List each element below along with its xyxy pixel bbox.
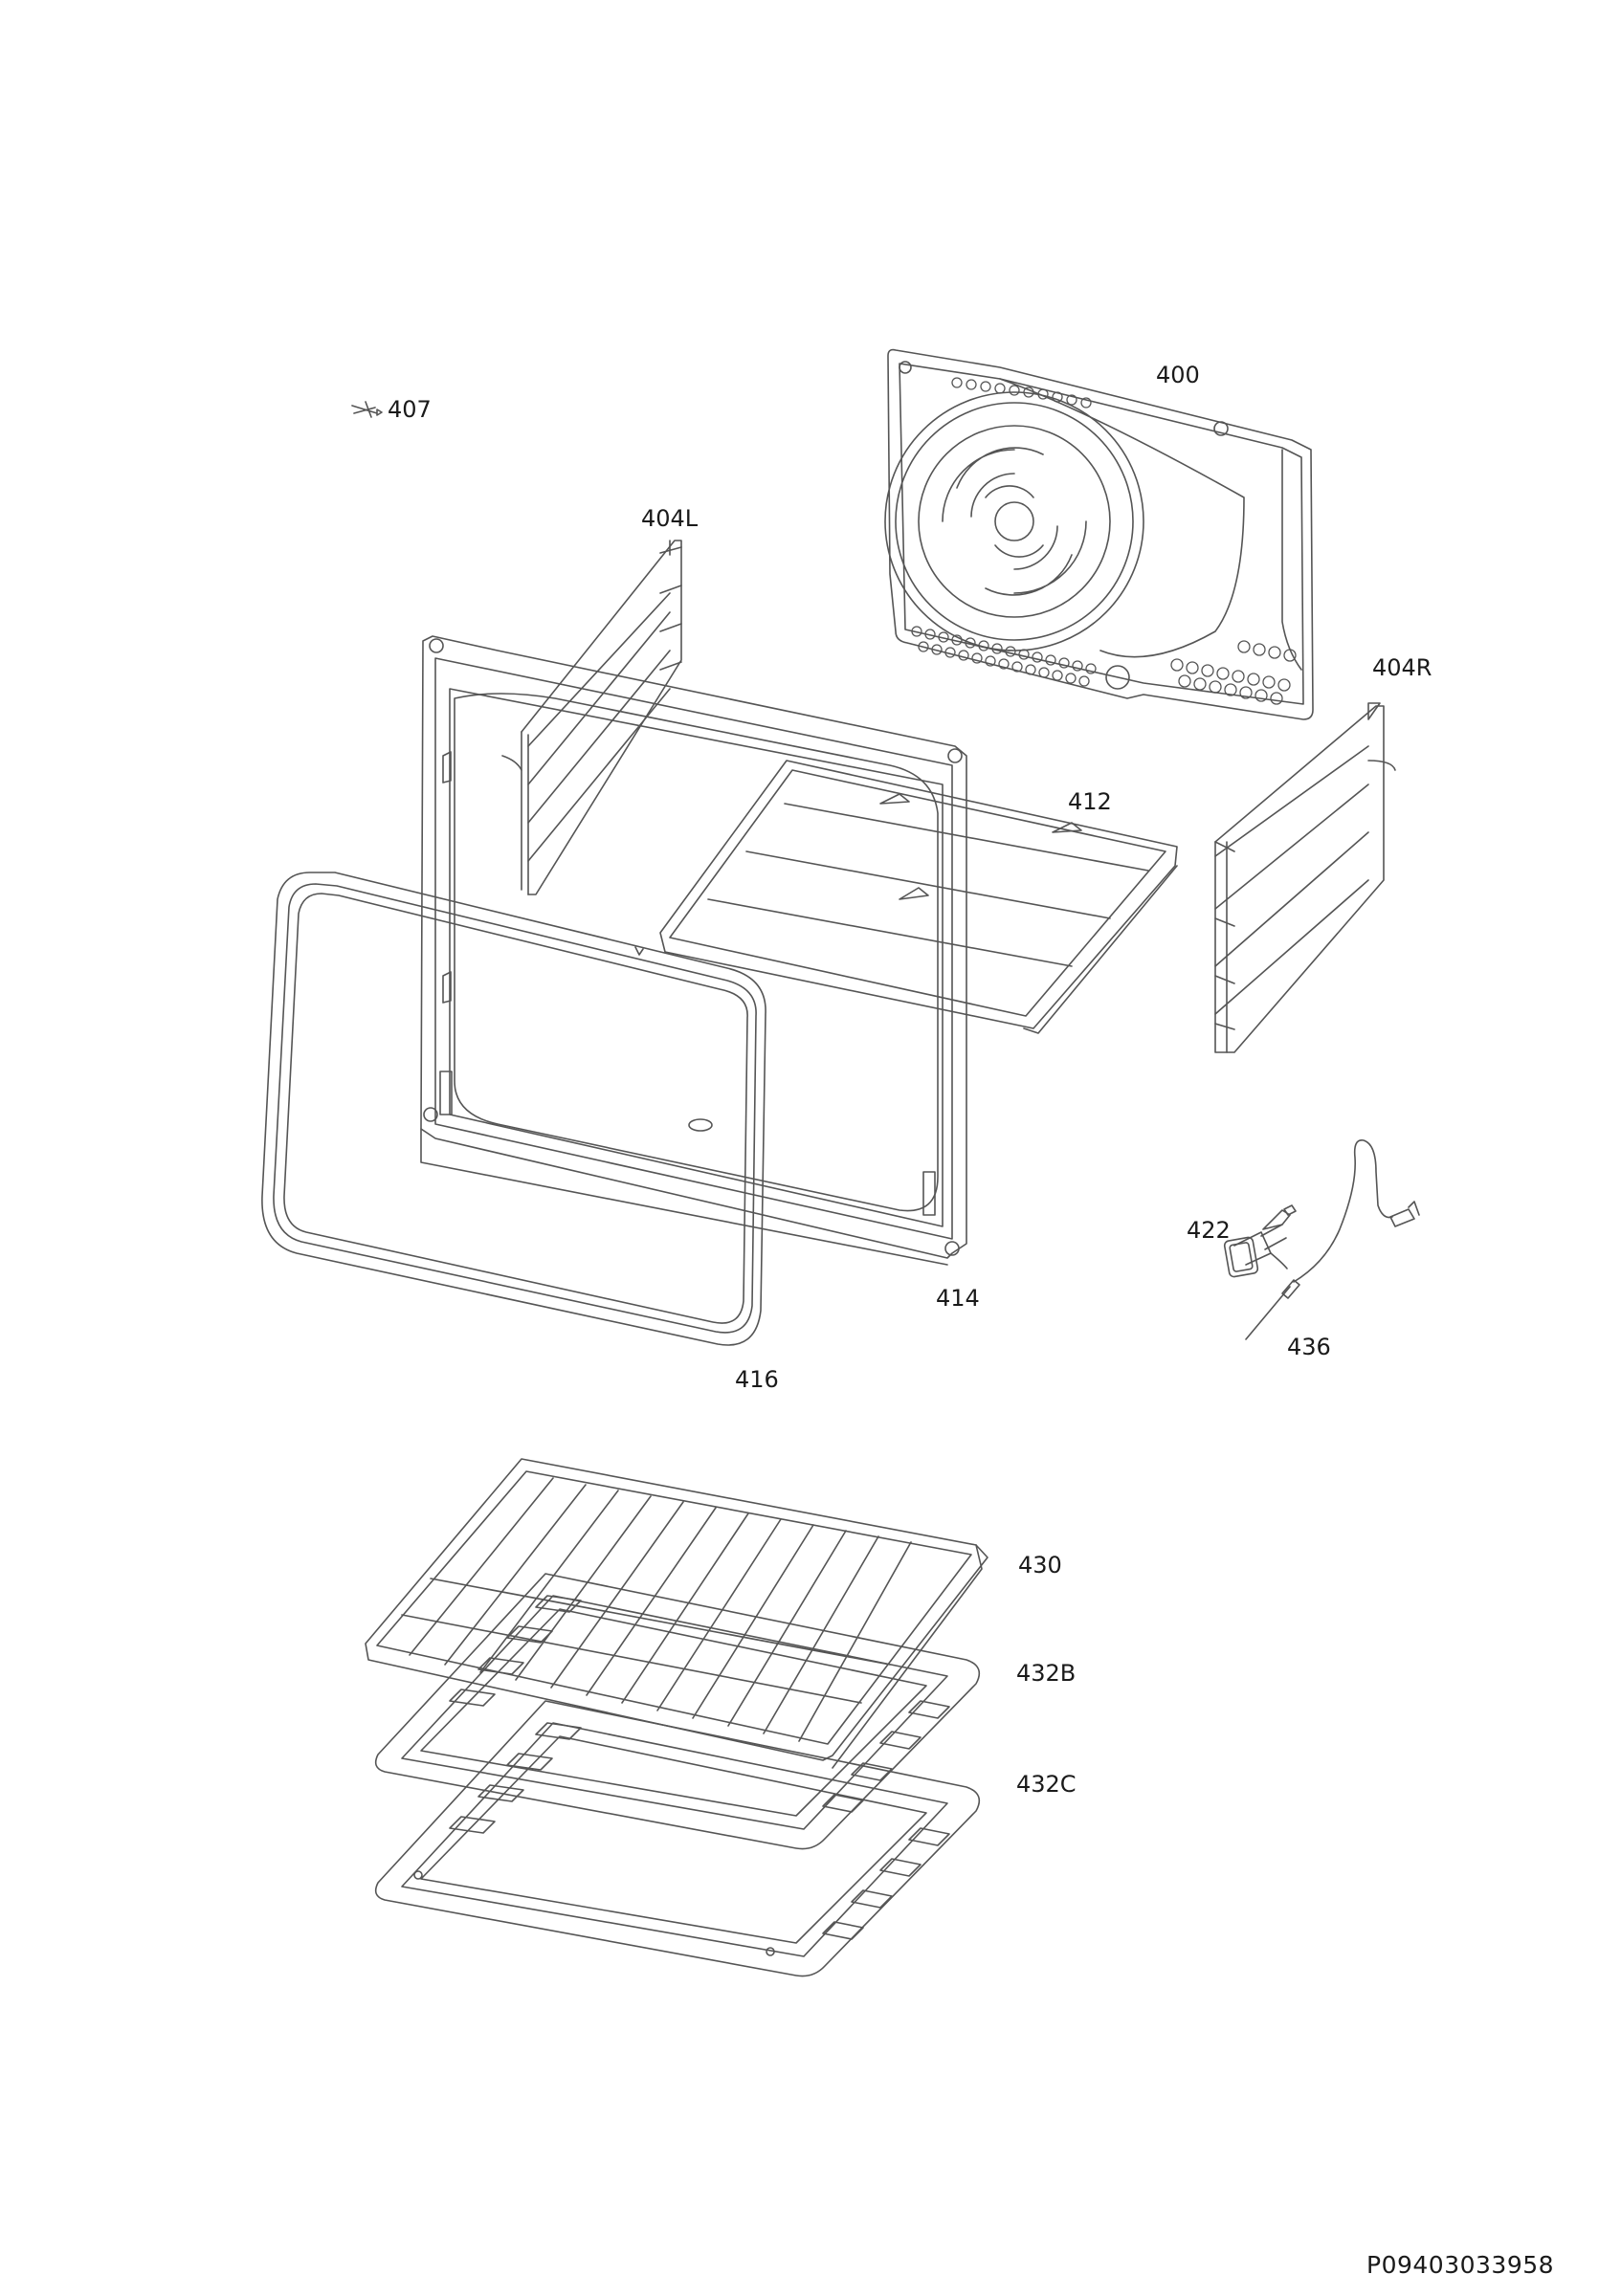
callout-407: 407 [388, 396, 432, 423]
callout-436: 436 [1287, 1334, 1331, 1360]
baking-tray-432C-drawing [374, 1700, 981, 1977]
callout-414: 414 [936, 1285, 980, 1312]
back-panel-400-drawing [884, 348, 1314, 720]
callout-404L: 404L [641, 505, 699, 532]
callout-412: 412 [1068, 788, 1112, 815]
baking-tray-432B-drawing [374, 1573, 981, 1850]
callout-432C: 432C [1016, 1771, 1077, 1798]
callout-432B: 432B [1016, 1660, 1077, 1687]
shelf-runner-404L-drawing [501, 540, 682, 895]
document-id: P09403033958 [1366, 2251, 1555, 2279]
wire-shelf-430-drawing [365, 1458, 988, 1769]
callout-430: 430 [1018, 1552, 1062, 1578]
screw-407-drawing [351, 401, 383, 418]
front-frame-414-drawing [420, 635, 967, 1266]
callout-404R: 404R [1372, 654, 1432, 681]
callout-422: 422 [1187, 1217, 1231, 1244]
probe-436-drawing [1245, 1139, 1420, 1340]
callout-416: 416 [735, 1366, 779, 1393]
door-seal-416-drawing [261, 872, 766, 1346]
connector-422-drawing [1223, 1204, 1297, 1278]
callout-400: 400 [1156, 362, 1200, 388]
shelf-runner-404R-drawing [1214, 702, 1396, 1053]
